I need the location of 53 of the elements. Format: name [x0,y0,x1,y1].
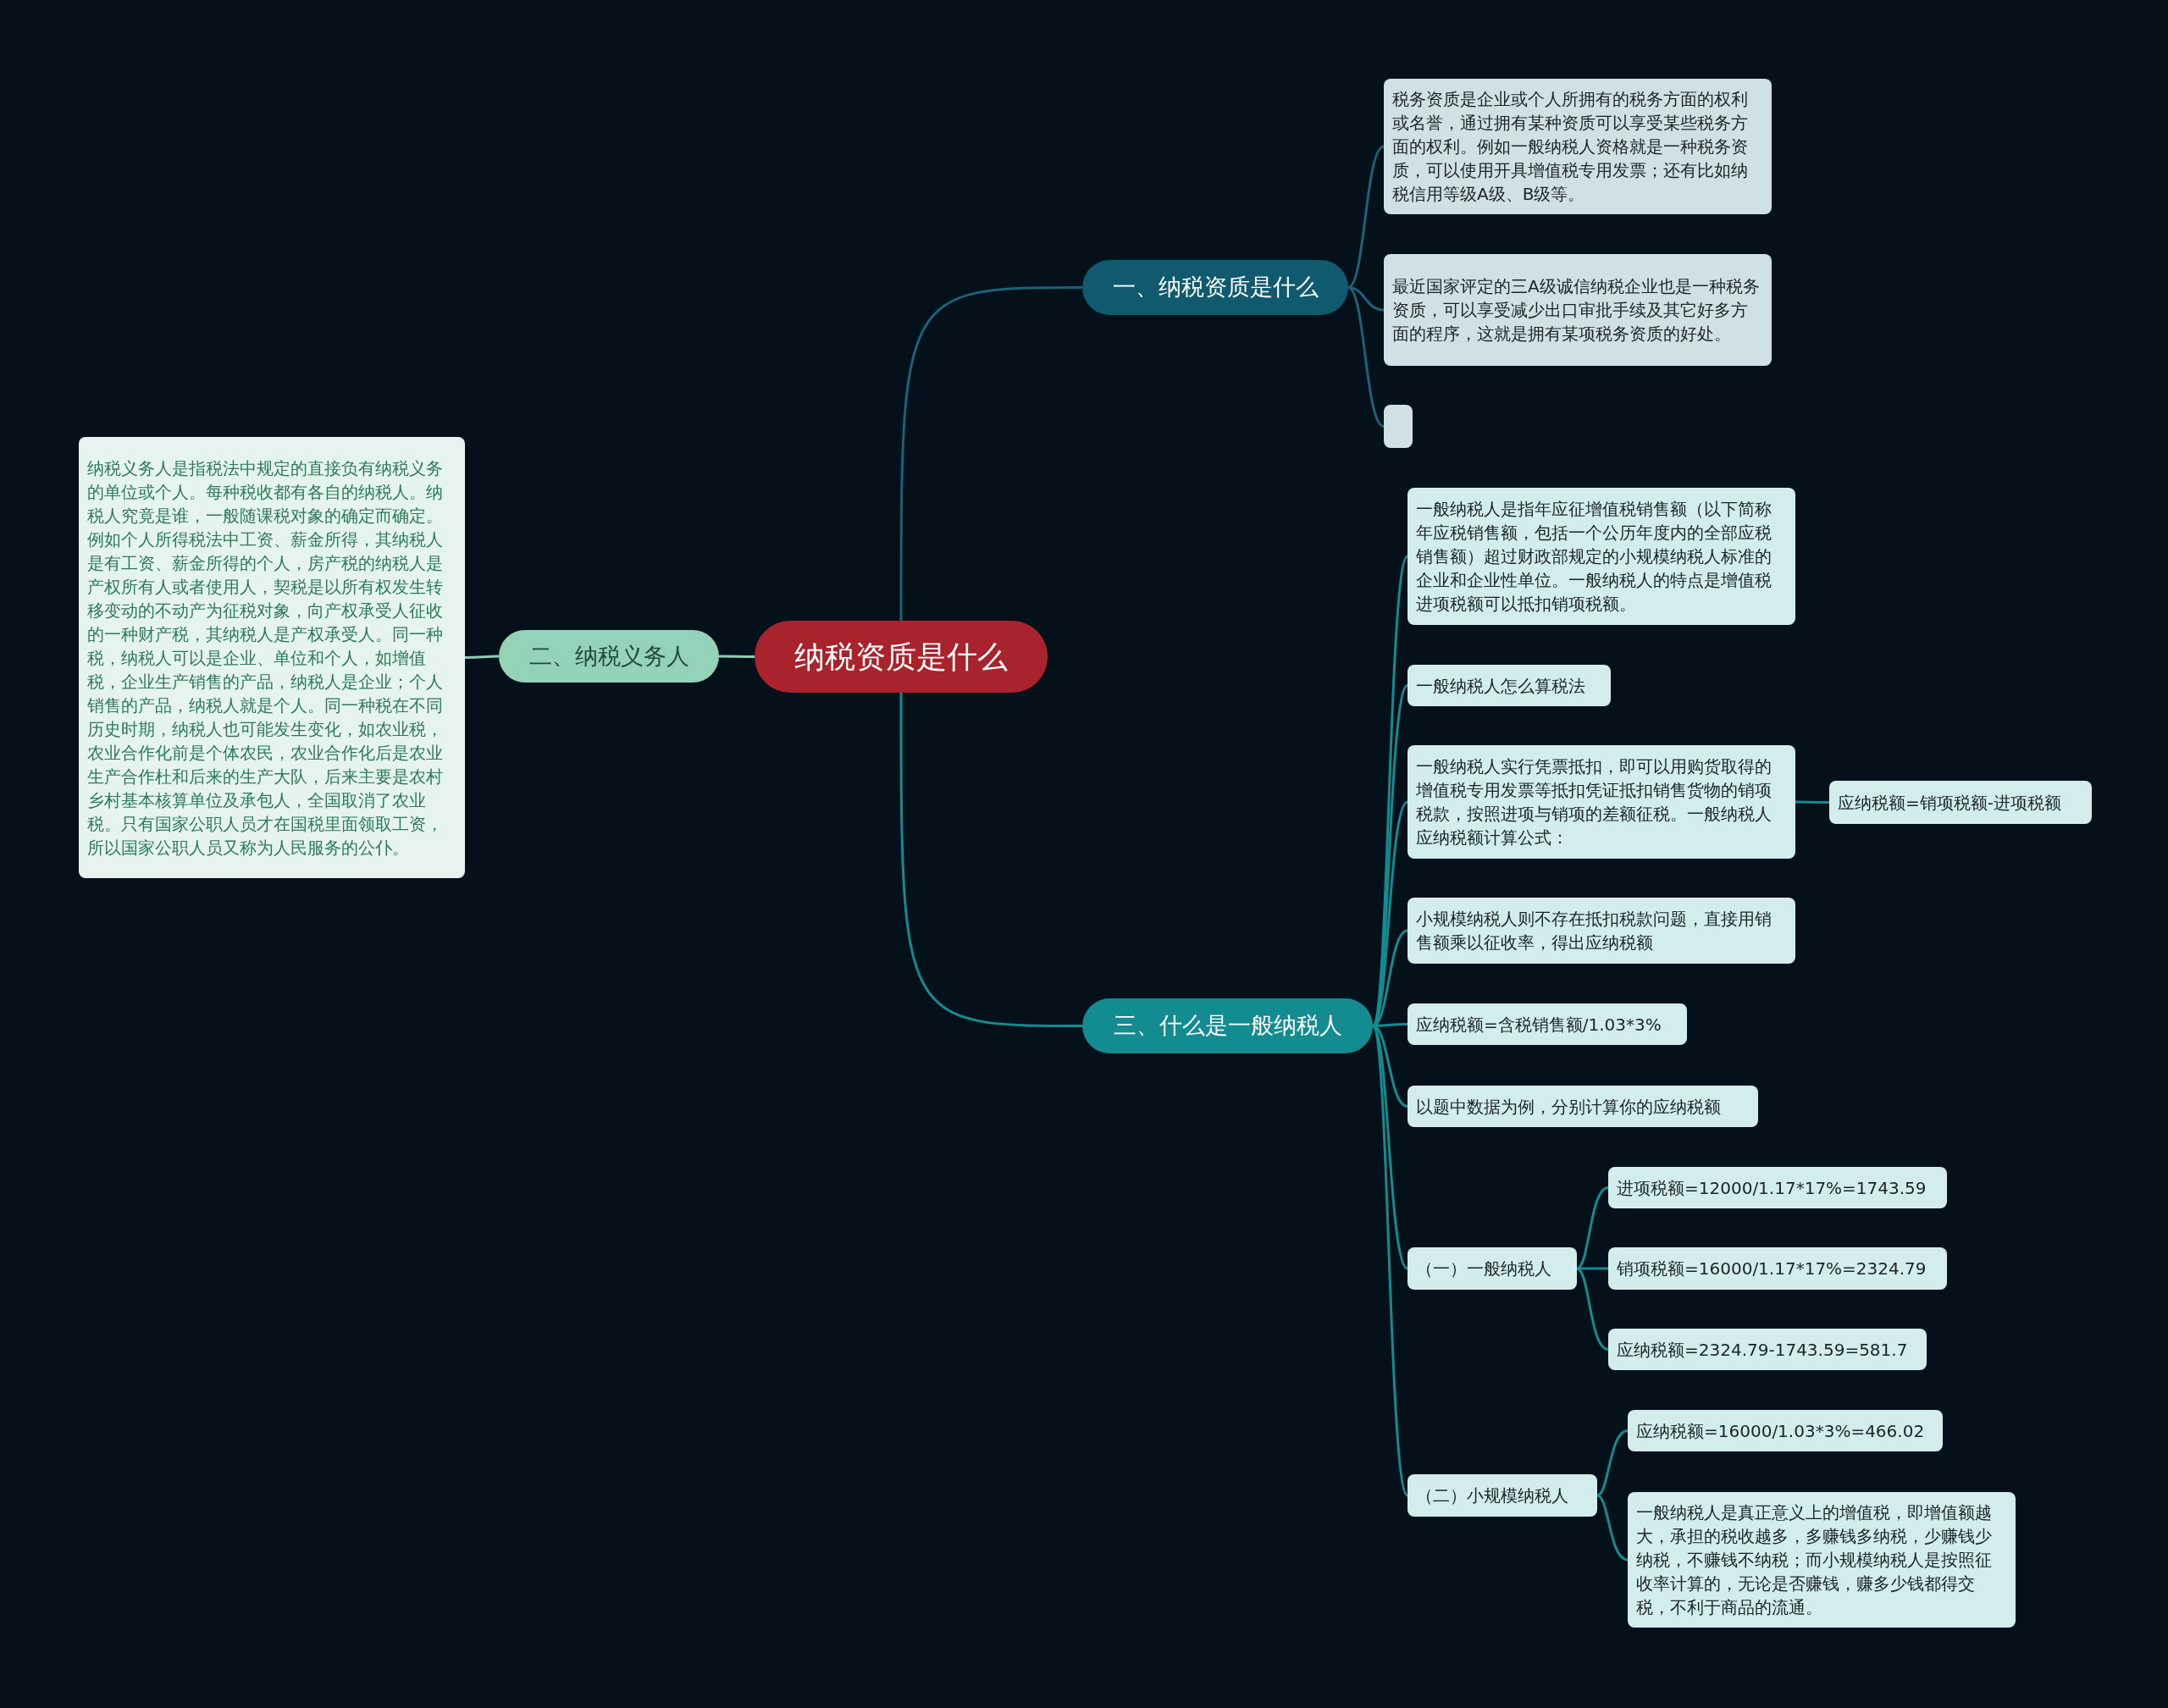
connector-line [1795,800,1829,804]
topic-text: 以题中数据为例，分别计算你的应纳税额 [1416,1095,1721,1119]
topic-text: 应纳税额=含税销售额/1.03*3% [1416,1013,1662,1036]
topic-box [1408,898,1795,964]
topic-box [1628,1410,1943,1451]
topic-box [1408,665,1611,706]
topic-text: 一般纳税人实行凭票抵扣，即可以用购货取得的增值税专用发票等抵扣凭证抵扣销售货物的销项税款，按照进项与销项的差额征税。一般纳税人应纳税额计算公式： [1416,755,1773,849]
topic-box [1408,745,1795,859]
connector-line [1596,1494,1629,1562]
topic-text: （一）一般纳税人 [1416,1258,1551,1280]
topic-text: 小规模纳税人则不存在抵扣税款问题，直接用销售额乘以征收率，得出应纳税额 [1416,908,1773,954]
connector-line [465,655,499,659]
connector-line [1347,286,1385,312]
topic-text: （二）小规模纳税人 [1416,1484,1568,1507]
topic-box [1408,1086,1758,1127]
topic-box [1384,254,1772,366]
topic-text: 应纳税额=2324.79-1743.59=581.7 [1617,1338,1908,1362]
connector-line [1347,145,1385,289]
topic-box [1408,1247,1577,1290]
connector-line [1596,1429,1629,1497]
topic-text: 进项税额=12000/1.17*17%=1743.59 [1617,1176,1927,1200]
connector-line [1576,1267,1609,1351]
topic-box [1408,1474,1597,1517]
connector-line [899,286,1082,621]
topic-box [1628,1492,2016,1628]
topic-text: 税务资质是企业或个人所拥有的税务方面的权利或名誉，通过拥有某种资质可以享受某些税务方面的权利。例如一般纳税人资格就是一种税务资质，可以使用开具增值税专用发票；还有比如纳税信用等级A级、B级等。 [1392,88,1749,206]
topic-text: 一、纳税资质是什么 [1112,274,1319,301]
topic-text: 纳税义务人是指税法中规定的直接负有纳税义务的单位或个人。每种税收都有各自的纳税人。纳税人究竟是谁，一般随课税对象的确定而确定。例如个人所得税法中工资、薪金所得，其纳税人是有工资、薪金所得的个人，房产税的纳税人是产权所有人或者使用人，契税是以所有权发生转移变动的不动产为征税对象，向产权承受人征收的一种财产税，其纳税人是产权承受人。同一种税，纳税人可以是企业、单位和个人，如增值税，企业生产销售的产品，纳税人是企业；个人销售的产品，纳税人就是个人。同一种税在不同历史时期，纳税人也可能发生变化，如农业税，农业合作化前是个体农民，农业合作化后是农业生产合作杜和后来的生产大队，后来主要是农村乡村基本核算单位及承包人，全国取消了农业税。只有国家公职人员才在国税里面领取工资，所以国家公职人员又称为人民服务的公仆。 [87,456,444,860]
topic-text: 纳税资质是什么 [794,638,1008,676]
topic-box [1608,1247,1947,1290]
topic-text: 最近国家评定的三A级诚信纳税企业也是一种税务资质，可以享受减少出口审批手续及其它好多方面的程序，这就是拥有某项税务资质的好处。 [1392,275,1761,345]
topic-box [1829,781,2092,824]
connector-line [719,655,755,658]
topic-text: 应纳税额=销项税额-进项税额 [1838,791,2061,815]
topic-text: 一般纳税人是指年应征增值税销售额（以下简称年应税销售额，包括一个公历年度内的全部应税销售额）超过财政部规定的小规模纳税人标准的企业和企业性单位。一般纳税人的特点是增值税进项税额可以抵扣销项税额。 [1416,498,1773,616]
empty-topic-box [1384,405,1413,448]
topic-text: 应纳税额=16000/1.03*3%=466.02 [1636,1419,1925,1443]
topic-box [1408,1003,1687,1045]
topic-text: 一般纳税人怎么算税法 [1416,674,1585,698]
connector-line [1577,1267,1608,1270]
topic-box [1608,1329,1927,1370]
connector-line [1347,286,1385,428]
connector-line [899,693,1082,1027]
topic-box [1608,1167,1947,1208]
topic-text: 销项税额=16000/1.17*17%=2324.79 [1617,1258,1927,1280]
topic-text: 三、什么是一般纳税人 [1113,1012,1342,1040]
topic-box [1384,79,1772,214]
topic-box [1408,488,1795,625]
topic-text: 一般纳税人是真正意义上的增值税，即增值额越大，承担的税收越多，多赚钱多纳税，少赚钱少纳税，不赚钱不纳税；而小规模纳税人是按照征收率计算的，无论是否赚钱，赚多少钱都得交税，不利于商品的流通。 [1636,1501,1993,1619]
connector-line [1576,1186,1609,1270]
topic-text: 二、纳税义务人 [528,642,689,671]
connector-line [1371,1025,1409,1496]
topic-box [79,437,465,878]
